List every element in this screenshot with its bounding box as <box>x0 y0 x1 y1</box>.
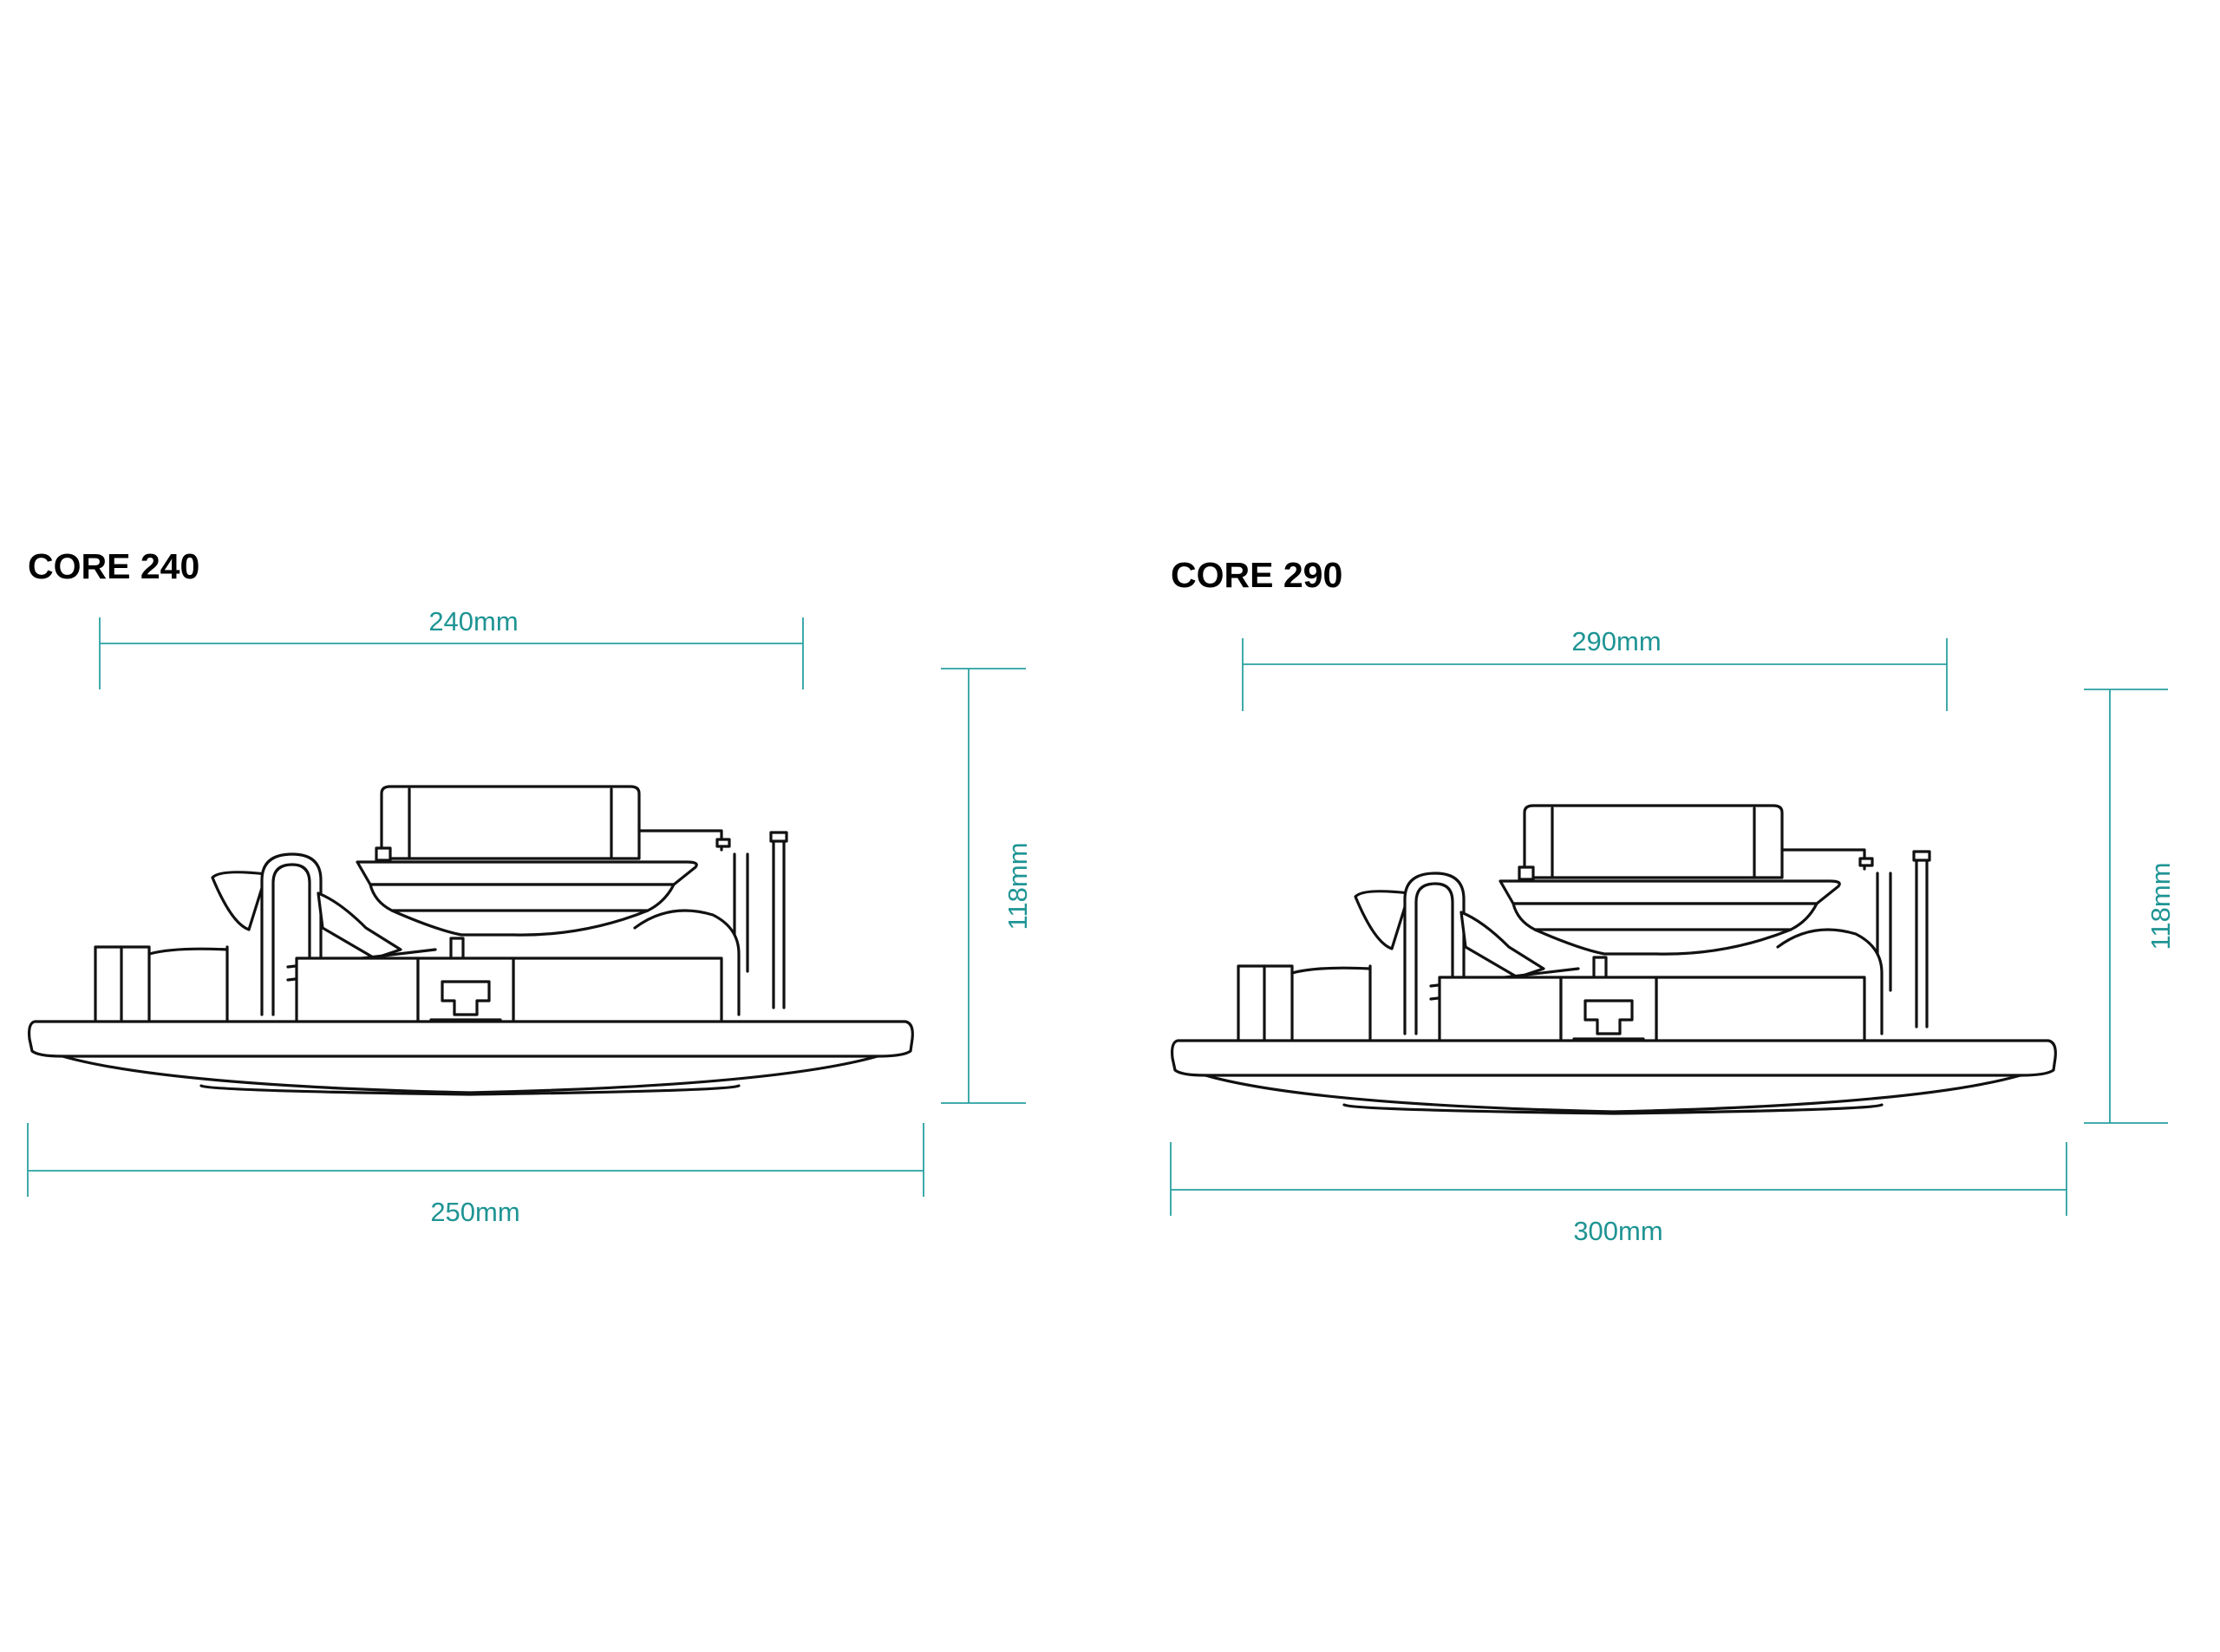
bottom-width-label: 300mm <box>1573 1216 1662 1246</box>
height-label: 118mm <box>2145 862 2176 950</box>
speaker-side-view <box>1170 804 2057 1115</box>
model-title: CORE 290 <box>1171 555 1342 595</box>
top-width-label: 240mm <box>428 606 518 637</box>
height-label: 118mm <box>1002 842 1033 930</box>
bottom-width-label: 250mm <box>430 1197 519 1227</box>
model-core-240: CORE 240 240mm 118mm 250mm <box>27 546 1033 1227</box>
top-width-dimension: 240mm <box>99 606 804 689</box>
model-title: CORE 240 <box>28 546 199 586</box>
top-width-label: 290mm <box>1571 626 1661 656</box>
model-core-290: CORE 290 290mm 118mm 300mm <box>1170 555 2176 1246</box>
speaker-side-view <box>27 785 914 1096</box>
bottom-width-dimension: 300mm <box>1170 1142 2067 1246</box>
height-dimension: 118mm <box>941 668 1033 1104</box>
top-width-dimension: 290mm <box>1242 626 1948 711</box>
height-dimension: 118mm <box>2084 689 2176 1124</box>
bottom-width-dimension: 250mm <box>27 1123 924 1227</box>
